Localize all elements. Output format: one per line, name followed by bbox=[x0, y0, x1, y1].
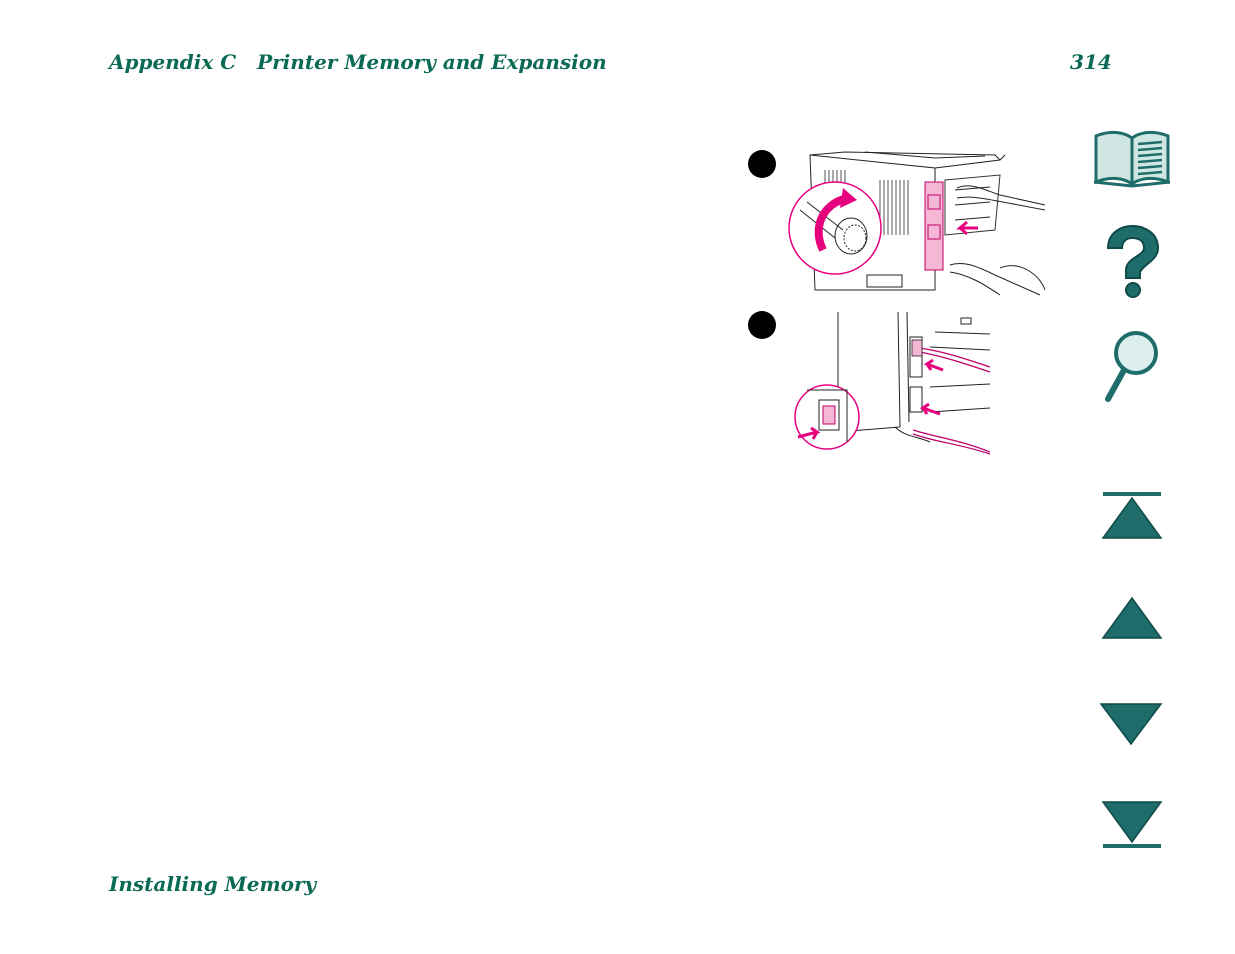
chapter-title: Printer Memory and Expansion bbox=[257, 50, 607, 74]
next-page-icon[interactable] bbox=[1090, 700, 1174, 748]
step-2-marker bbox=[748, 311, 776, 339]
page-header: Appendix C Printer Memory and Expansion bbox=[109, 50, 607, 74]
formatter-thumbscrew-illustration bbox=[788, 151, 1046, 296]
contents-book-icon[interactable] bbox=[1090, 124, 1174, 190]
page-number: 314 bbox=[1070, 50, 1112, 74]
previous-page-icon[interactable] bbox=[1090, 594, 1174, 642]
help-question-icon[interactable] bbox=[1090, 224, 1174, 300]
first-page-icon[interactable] bbox=[1090, 490, 1174, 542]
cables-power-switch-illustration bbox=[794, 311, 991, 455]
step-1-marker bbox=[748, 150, 776, 178]
chapter-label: Appendix C bbox=[109, 50, 237, 74]
last-page-icon[interactable] bbox=[1090, 798, 1174, 852]
search-magnifier-icon[interactable] bbox=[1090, 327, 1174, 405]
section-footer: Installing Memory bbox=[109, 872, 317, 896]
